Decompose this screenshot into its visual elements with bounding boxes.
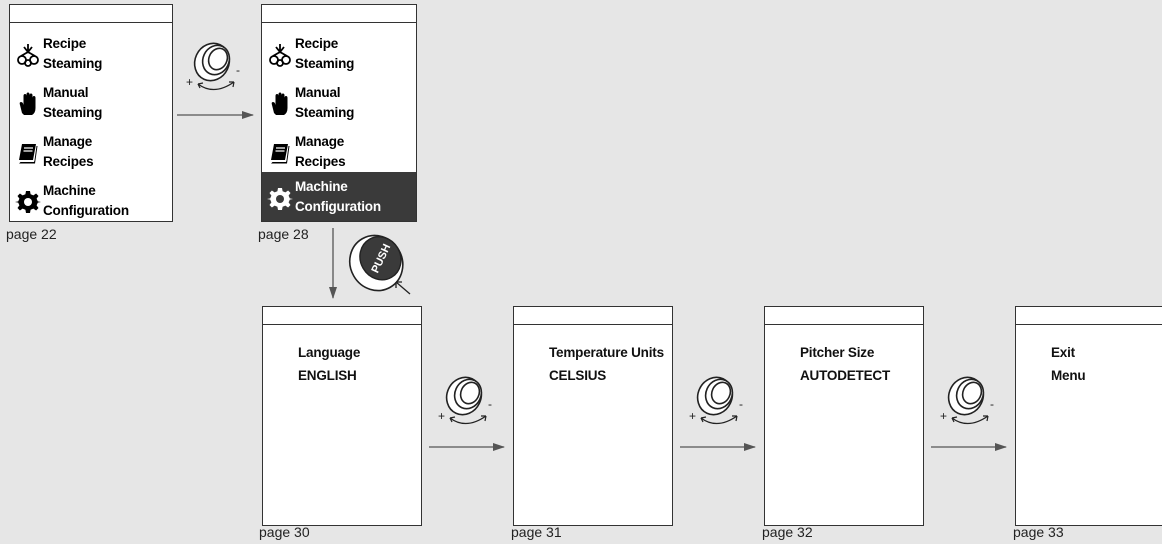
page-reference: page 22 (6, 226, 57, 242)
rotary-knob-icon: + - (940, 376, 994, 425)
minus-label: - (488, 397, 492, 411)
page-reference: page 33 (1013, 524, 1064, 540)
push-knob-icon: PUSH (348, 234, 411, 295)
setting-value: Menu (1051, 368, 1086, 383)
rotary-knob-icon: + - (186, 42, 240, 91)
pitcher-icon (17, 44, 39, 67)
menu-item-line2: Steaming (295, 105, 355, 120)
menu-item-line1: Recipe (43, 36, 87, 51)
setting-title: Language (298, 345, 361, 360)
screen-header (765, 307, 923, 325)
screen-header (514, 307, 672, 325)
setting-title: Pitcher Size (800, 345, 875, 360)
hand-icon (271, 92, 288, 115)
gear-icon (267, 188, 293, 210)
menu-item-line1: Machine (295, 179, 348, 194)
screen-header (263, 307, 421, 325)
pitcher-icon (269, 44, 291, 67)
menu-item-line2: Steaming (295, 56, 355, 71)
rotary-knob-icon: + - (689, 376, 743, 425)
book-icon (19, 144, 38, 164)
setting-title: Temperature Units (549, 345, 664, 360)
menu-item-line1: Manage (43, 134, 93, 149)
book-icon (271, 144, 290, 164)
screen-header (10, 5, 172, 23)
rotary-knob-icon: + - (438, 376, 492, 425)
setting-value: CELSIUS (549, 368, 607, 383)
screen-header (1016, 307, 1162, 325)
page-reference: page 30 (259, 524, 310, 540)
menu-item-line1: Manual (43, 85, 89, 100)
gear-icon (15, 191, 41, 213)
setting-value: AUTODETECT (800, 368, 891, 383)
menu-item-line2: Recipes (295, 154, 346, 169)
menu-item-line2: Configuration (295, 199, 381, 214)
minus-label: - (739, 397, 743, 411)
hand-icon (19, 92, 36, 115)
plus-label: + (186, 75, 193, 89)
setting-value: ENGLISH (298, 368, 357, 383)
plus-label: + (438, 409, 445, 423)
screen-header (262, 5, 416, 23)
menu-item-line2: Steaming (43, 56, 103, 71)
page-reference: page 28 (258, 226, 309, 242)
minus-label: - (236, 63, 240, 77)
plus-label: + (689, 409, 696, 423)
page-reference: page 32 (762, 524, 813, 540)
setting-title: Exit (1051, 345, 1075, 360)
plus-label: + (940, 409, 947, 423)
menu-item-line1: Manage (295, 134, 345, 149)
menu-item-line1: Recipe (295, 36, 339, 51)
minus-label: - (990, 397, 994, 411)
menu-item-line2: Steaming (43, 105, 103, 120)
menu-item-line2: Configuration (43, 203, 129, 218)
menu-item-line2: Recipes (43, 154, 94, 169)
page-reference: page 31 (511, 524, 562, 540)
menu-item-line1: Machine (43, 183, 96, 198)
menu-item-line1: Manual (295, 85, 341, 100)
